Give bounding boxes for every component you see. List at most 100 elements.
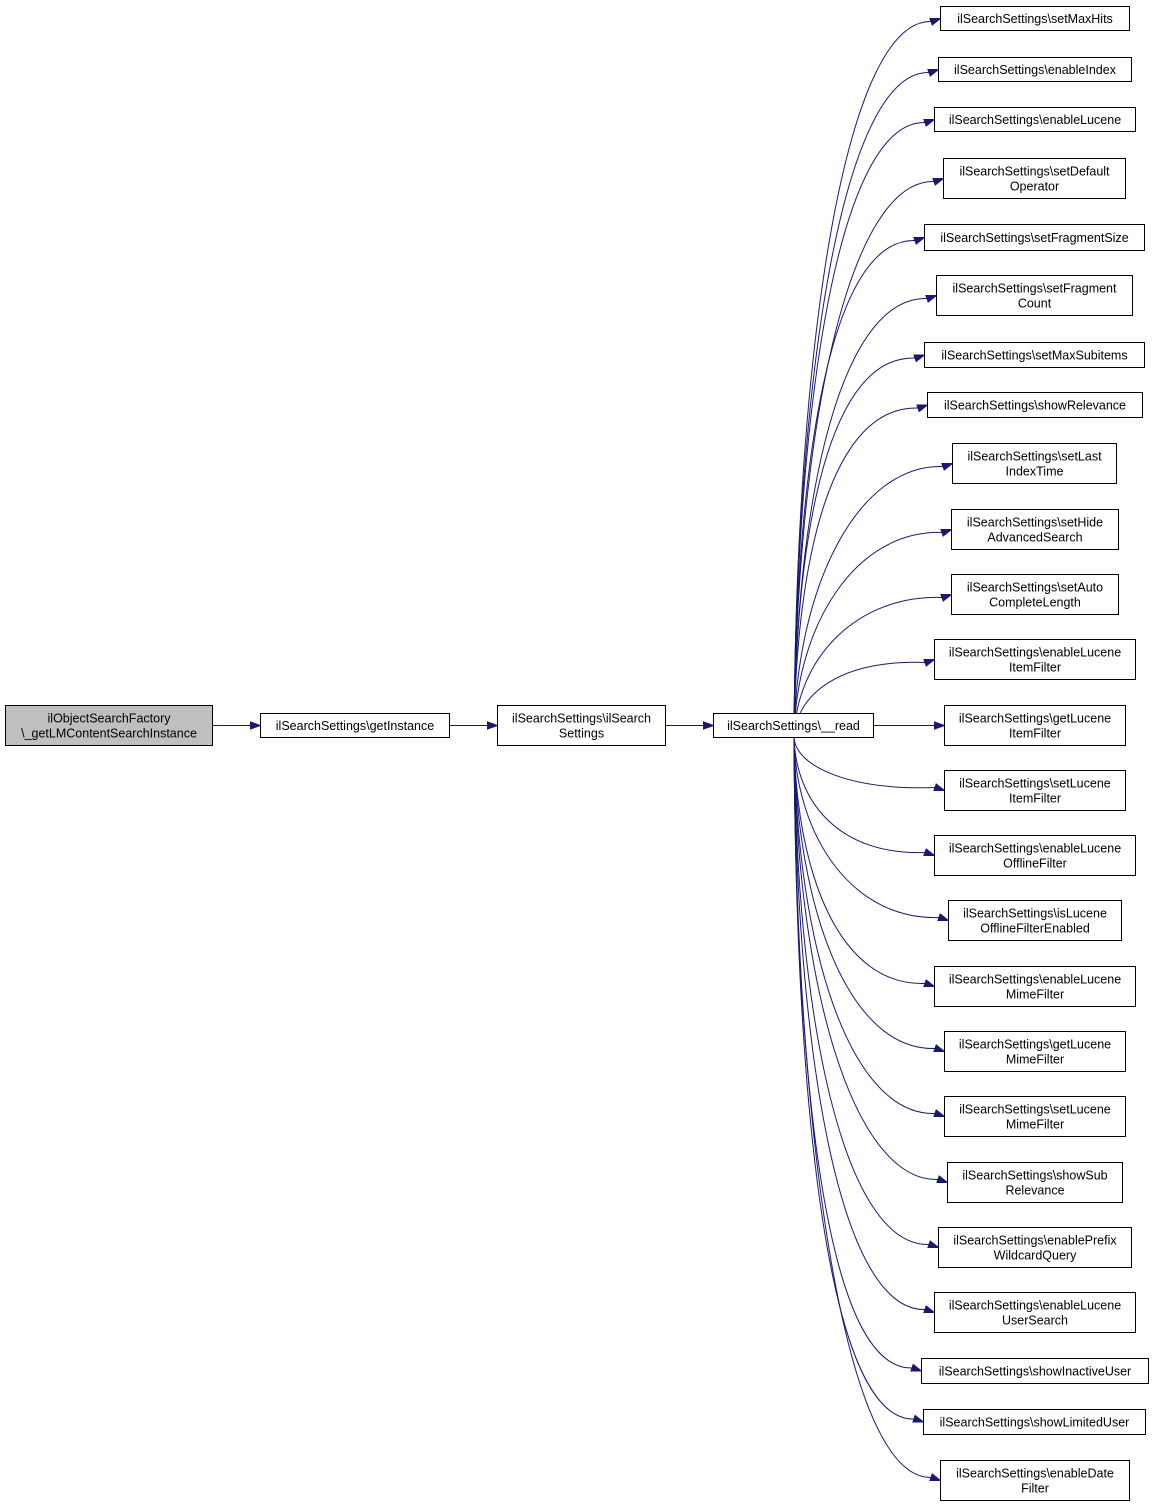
node-ilsearchsettings-enableindex[interactable]: ilSearchSettings\enableIndex bbox=[938, 57, 1132, 82]
edge-read-to-callee-22 bbox=[793, 737, 913, 1369]
node-label: WildcardQuery bbox=[994, 1249, 1077, 1263]
node-box bbox=[497, 705, 666, 746]
node-ilsearchsettings-setfragmentsize[interactable]: ilSearchSettings\setFragmentSize bbox=[924, 224, 1145, 251]
node-box bbox=[944, 770, 1126, 811]
edge-read-to-callee-16-arrowhead bbox=[923, 979, 936, 988]
node-box bbox=[944, 1096, 1126, 1137]
node-label: ItemFilter bbox=[1009, 727, 1061, 741]
node-ilsearchsettings-setmaxsubitems[interactable]: ilSearchSettings\setMaxSubitems bbox=[924, 342, 1145, 368]
node-label: MimeFilter bbox=[1006, 988, 1064, 1002]
node-label: ItemFilter bbox=[1009, 792, 1061, 806]
node-label: ilSearchSettings\enableLucene bbox=[949, 646, 1121, 660]
node-box bbox=[713, 713, 874, 738]
node-box bbox=[948, 900, 1122, 941]
edge-read-to-callee-20-arrowhead bbox=[927, 1240, 940, 1249]
edge-1-arrowhead bbox=[487, 721, 500, 730]
edge-read-to-callee-23-arrowhead bbox=[912, 1414, 925, 1423]
node-label: OfflineFilterEnabled bbox=[980, 922, 1090, 936]
node-ilobjectsearchfactory-getlmcontentsearchinstance[interactable]: ilObjectSearchFactory\_getLMContentSearc… bbox=[5, 705, 213, 746]
node-box bbox=[921, 1358, 1149, 1384]
node-label: UserSearch bbox=[1002, 1314, 1068, 1328]
edge-read-to-callee-3 bbox=[793, 180, 935, 738]
edge-read-to-callee-10 bbox=[793, 596, 943, 738]
edge-read-to-callee-14-arrowhead bbox=[923, 848, 936, 857]
node-label: ilSearchSettings\setFragment bbox=[953, 282, 1117, 296]
node-ilsearchsettings-showinactiveuser[interactable]: ilSearchSettings\showInactiveUser bbox=[921, 1358, 1149, 1384]
node-label: ilSearchSettings\ilSearch bbox=[512, 712, 651, 726]
edge-read-to-callee-0-arrowhead bbox=[929, 17, 942, 26]
edge-read-to-callee-7 bbox=[793, 407, 919, 738]
node-label: ilSearchSettings\getLucene bbox=[959, 712, 1111, 726]
edge-read-to-callee-13-arrowhead bbox=[933, 783, 946, 792]
node-ilsearchsettings-enableluceneofflinefilter[interactable]: ilSearchSettings\enableLuceneOfflineFilt… bbox=[934, 835, 1136, 876]
edge-read-to-callee-5 bbox=[793, 297, 928, 738]
nodes: ilObjectSearchFactory\_getLMContentSearc… bbox=[5, 6, 1149, 1501]
node-label: ilSearchSettings\enableIndex bbox=[954, 63, 1117, 77]
edge-read-to-callee-2-arrowhead bbox=[923, 118, 936, 127]
node-ilsearchsettings-ilsearchsettings[interactable]: ilSearchSettings\ilSearchSettings bbox=[497, 705, 666, 746]
node-ilsearchsettings-showrelevance[interactable]: ilSearchSettings\showRelevance bbox=[927, 392, 1143, 418]
node-ilsearchsettings-isluceneofflinefilterenabled[interactable]: ilSearchSettings\isLuceneOfflineFilterEn… bbox=[948, 900, 1122, 941]
edge-read-to-callee-15-arrowhead bbox=[937, 913, 950, 922]
edge-0-arrowhead bbox=[250, 721, 263, 730]
node-box bbox=[934, 107, 1136, 132]
node-label: OfflineFilter bbox=[1003, 857, 1067, 871]
edge-read-to-callee-4 bbox=[793, 239, 916, 738]
node-label: ilSearchSettings\isLucene bbox=[963, 907, 1107, 921]
node-box bbox=[951, 574, 1119, 615]
edge-read-to-callee-14 bbox=[793, 737, 926, 854]
node-box bbox=[944, 1031, 1126, 1072]
node-box bbox=[951, 509, 1119, 550]
edge-read-to-callee-24-arrowhead bbox=[929, 1473, 942, 1482]
node-box bbox=[934, 1292, 1136, 1333]
edges bbox=[212, 17, 954, 1482]
node-box bbox=[934, 835, 1136, 876]
node-box bbox=[940, 1460, 1130, 1501]
node-label: ilSearchSettings\__read bbox=[727, 719, 860, 733]
node-box bbox=[938, 1227, 1132, 1268]
node-label: ilSearchSettings\setHide bbox=[967, 516, 1103, 530]
node-ilsearchsettings-enableprefixwildcardquery[interactable]: ilSearchSettings\enablePrefixWildcardQue… bbox=[938, 1227, 1132, 1268]
node-box bbox=[924, 224, 1145, 251]
node-ilsearchsettings-setmaxhits[interactable]: ilSearchSettings\setMaxHits bbox=[940, 6, 1130, 31]
edge-read-to-callee-24 bbox=[793, 737, 932, 1479]
edge-read-to-callee-4-arrowhead bbox=[913, 236, 926, 245]
node-label: CompleteLength bbox=[989, 596, 1081, 610]
node-ilsearchsettings-read[interactable]: ilSearchSettings\__read bbox=[713, 713, 874, 738]
edge-read-to-callee-1 bbox=[793, 71, 930, 738]
node-label: ilSearchSettings\showSub bbox=[962, 1169, 1107, 1183]
edge-read-to-callee-5-arrowhead bbox=[925, 294, 938, 303]
node-ilsearchsettings-getinstance[interactable]: ilSearchSettings\getInstance bbox=[260, 713, 450, 738]
edge-read-to-callee-21-arrowhead bbox=[923, 1305, 936, 1314]
node-label: MimeFilter bbox=[1006, 1118, 1064, 1132]
node-box bbox=[936, 275, 1133, 316]
node-box bbox=[927, 392, 1143, 418]
node-ilsearchsettings-showlimiteduser[interactable]: ilSearchSettings\showLimitedUser bbox=[923, 1409, 1146, 1435]
edge-read-to-callee-17-arrowhead bbox=[933, 1044, 946, 1053]
node-label: ilSearchSettings\setLucene bbox=[959, 1103, 1111, 1117]
node-ilsearchsettings-enablelucene[interactable]: ilSearchSettings\enableLucene bbox=[934, 107, 1136, 132]
node-box bbox=[947, 1162, 1123, 1203]
edge-read-to-callee-0 bbox=[793, 20, 932, 738]
edge-read-to-callee-11-arrowhead bbox=[923, 658, 936, 667]
node-label: ilSearchSettings\enableLucene bbox=[949, 1299, 1121, 1313]
edge-read-to-callee-15 bbox=[793, 737, 940, 919]
node-label: Operator bbox=[1010, 180, 1059, 194]
edge-read-to-callee-6 bbox=[793, 357, 916, 738]
edge-read-to-callee-23 bbox=[793, 737, 915, 1420]
node-box bbox=[260, 713, 450, 738]
